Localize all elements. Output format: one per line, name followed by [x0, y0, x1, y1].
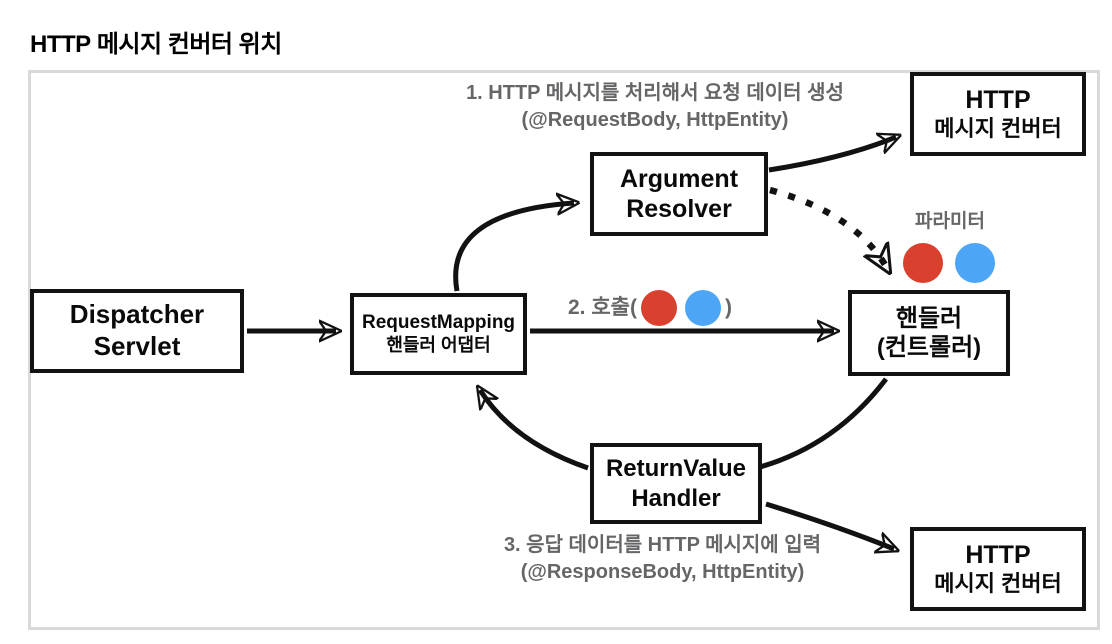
red-argument-dot [640, 290, 677, 326]
argument-resolver-line1: Argument [619, 164, 739, 193]
step1-annotation: 1. HTTP 메시지를 처리해서 요청 데이터 생성 (@RequestBod… [420, 80, 890, 134]
argument-resolver-line2: Resolver [626, 195, 732, 223]
adapter-line1: RequestMapping [361, 312, 516, 334]
step3-annotation: 3. 응답 데이터를 HTTP 메시지에 입력 (@ResponseBody, … [430, 532, 895, 586]
parameter-label: 파라미터 [915, 211, 985, 232]
red-parameter-dot [903, 243, 943, 283]
return-value-handler-box: ReturnValue Handler [590, 443, 762, 524]
step3-line1: 3. 응답 데이터를 HTTP 메시지에 입력 [503, 534, 822, 556]
return-value-handler-line2: Handler [631, 484, 721, 512]
step1-line2: (@RequestBody, HttpEntity) [521, 109, 789, 131]
blue-argument-dot [684, 290, 721, 326]
dispatcher-servlet-box: Dispatcher Servlet [30, 289, 244, 373]
http-converter-bottom-line2: 메시지 컨버터 [934, 570, 1062, 596]
step2-annotation: 2. 호출( ) [568, 290, 732, 326]
handler-controller-box: 핸들러 (컨트롤러) [848, 290, 1010, 376]
step1-line1: 1. HTTP 메시지를 처리해서 요청 데이터 생성 [466, 82, 844, 104]
handler-line2: (컨트롤러) [876, 334, 982, 361]
dispatcher-servlet-line2: Servlet [93, 331, 181, 361]
http-message-converter-bottom-box: HTTP 메시지 컨버터 [910, 527, 1086, 611]
http-converter-top-line2: 메시지 컨버터 [934, 115, 1062, 141]
http-converter-top-line1: HTTP [965, 86, 1031, 115]
step2-call-suffix: ) [724, 295, 732, 319]
parameter-dots [903, 243, 995, 283]
page-title: HTTP 메시지 컨버터 위치 [30, 24, 282, 59]
handler-line1: 핸들러 [895, 304, 963, 332]
http-converter-bottom-line1: HTTP [965, 541, 1031, 570]
page-title-rest: 메시지 컨버터 위치 [90, 31, 283, 58]
blue-parameter-dot [955, 243, 995, 283]
adapter-line2: 핸들러 어댑터 [386, 334, 491, 355]
request-mapping-adapter-box: RequestMapping 핸들러 어댑터 [350, 293, 527, 375]
page-title-prefix: HTTP [30, 31, 91, 58]
step2-call-prefix: 2. 호출( [568, 295, 637, 319]
argument-resolver-box: Argument Resolver [590, 152, 768, 236]
http-message-converter-top-box: HTTP 메시지 컨버터 [910, 72, 1086, 156]
dispatcher-servlet-line1: Dispatcher [69, 299, 205, 330]
return-value-handler-line1: ReturnValue [605, 455, 747, 483]
step3-line2: (@ResponseBody, HttpEntity) [520, 561, 805, 583]
